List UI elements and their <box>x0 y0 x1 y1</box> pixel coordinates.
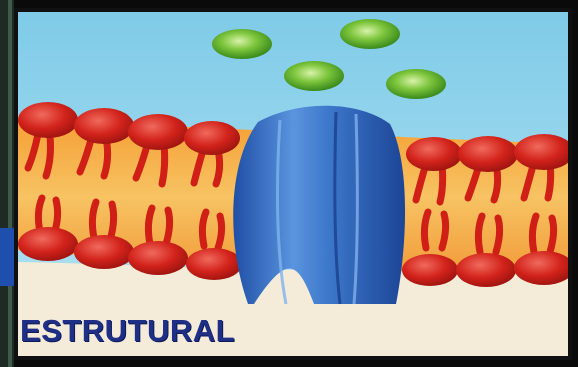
membrane-illustration <box>14 8 572 360</box>
membrane-svg <box>18 12 568 356</box>
left-border-strip <box>0 0 14 367</box>
transmembrane-protein <box>233 106 405 304</box>
caption-label: ESTRUTURAL <box>20 313 235 349</box>
